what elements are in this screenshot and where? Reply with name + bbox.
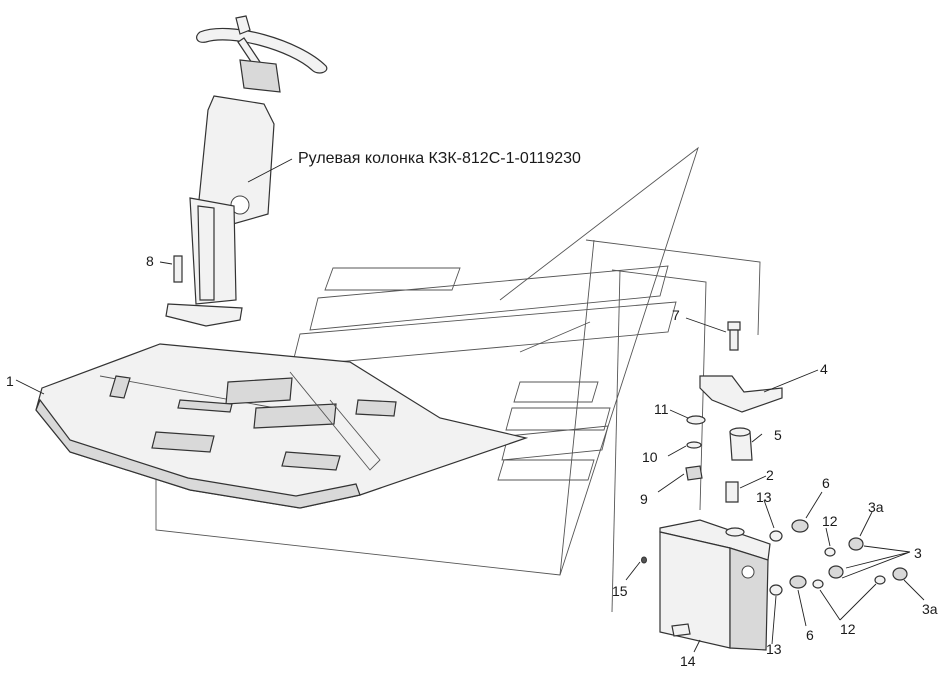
callout-10: 10 bbox=[642, 449, 658, 465]
ghost-panels bbox=[291, 265, 677, 481]
callout-8: 8 bbox=[146, 253, 154, 269]
callout-9: 9 bbox=[640, 491, 648, 507]
callout-3a-top: 3а bbox=[868, 499, 884, 515]
callout-13-top: 13 bbox=[756, 489, 772, 505]
callout-3a-bottom: 3а bbox=[922, 601, 938, 617]
sleeve-5-spacer-2 bbox=[725, 427, 753, 503]
steering-column bbox=[165, 15, 328, 327]
callout-4: 4 bbox=[820, 361, 828, 377]
callout-2: 2 bbox=[766, 467, 774, 483]
assembly-caption: Рулевая колонка КЗК-812С-1-0119230 bbox=[298, 150, 581, 167]
callout-5: 5 bbox=[774, 427, 782, 443]
callout-6-top: 6 bbox=[822, 475, 830, 491]
fasteners-9-10-11 bbox=[685, 415, 706, 481]
callout-12-bottom: 12 bbox=[840, 621, 856, 637]
callout-11: 11 bbox=[654, 401, 669, 417]
bracket-4 bbox=[699, 375, 783, 413]
cab-floor-panel bbox=[35, 343, 529, 509]
callout-6-bottom: 6 bbox=[806, 627, 814, 643]
pin-15 bbox=[641, 556, 647, 564]
callout-15: 15 bbox=[612, 583, 628, 599]
callout-3: 3 bbox=[914, 545, 922, 561]
callout-13-bottom: 13 bbox=[766, 641, 782, 657]
callout-7: 7 bbox=[672, 307, 680, 323]
callout-12-top: 12 bbox=[822, 513, 838, 529]
fittings bbox=[769, 519, 908, 596]
leader-lines bbox=[15, 158, 925, 653]
steering-unit-14 bbox=[659, 519, 771, 651]
bolt-7 bbox=[727, 321, 741, 351]
callout-14: 14 bbox=[680, 653, 696, 669]
callout-1: 1 bbox=[6, 373, 14, 389]
